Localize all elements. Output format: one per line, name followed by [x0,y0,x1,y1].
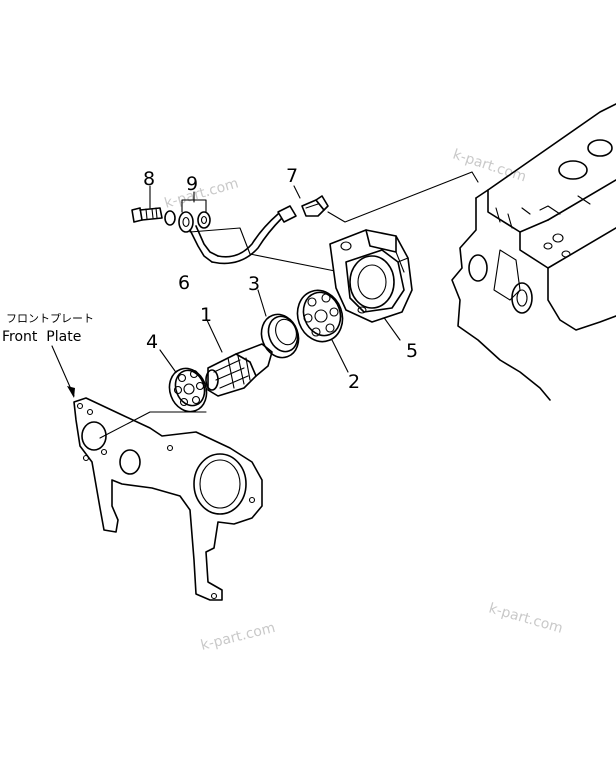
callout-9: 9 [186,173,198,195]
part-4-bearing [168,367,208,413]
front-plate-arrow [51,345,75,398]
part-9-washers [164,210,211,229]
part-6-tube [178,205,297,265]
part-5-housing [329,229,413,323]
part-1-gear [205,343,273,397]
watermark-1: k-part.com [451,147,528,186]
front-plate [73,397,263,601]
front-plate-label-en: Front Plate [2,329,81,345]
callout-1: 1 [200,304,212,326]
watermark-3: k-part.com [487,600,565,636]
watermark-4: k-part.com [199,620,277,654]
callout-8: 8 [143,168,155,190]
callout-6: 6 [178,272,190,294]
part-3-ring [260,313,300,359]
part-2-bearing [296,289,344,343]
watermark-2: k-part.com [163,175,241,211]
engine-block [451,103,616,401]
callout-3: 3 [248,273,260,295]
callout-4: 4 [146,331,158,353]
part-7-elbow [301,195,329,217]
front-plate-label-jp: フロントプレート [6,312,94,325]
part-8-bolt [131,207,163,223]
callout-7: 7 [286,165,298,187]
callout-2: 2 [348,371,360,393]
callout-5: 5 [406,340,418,362]
